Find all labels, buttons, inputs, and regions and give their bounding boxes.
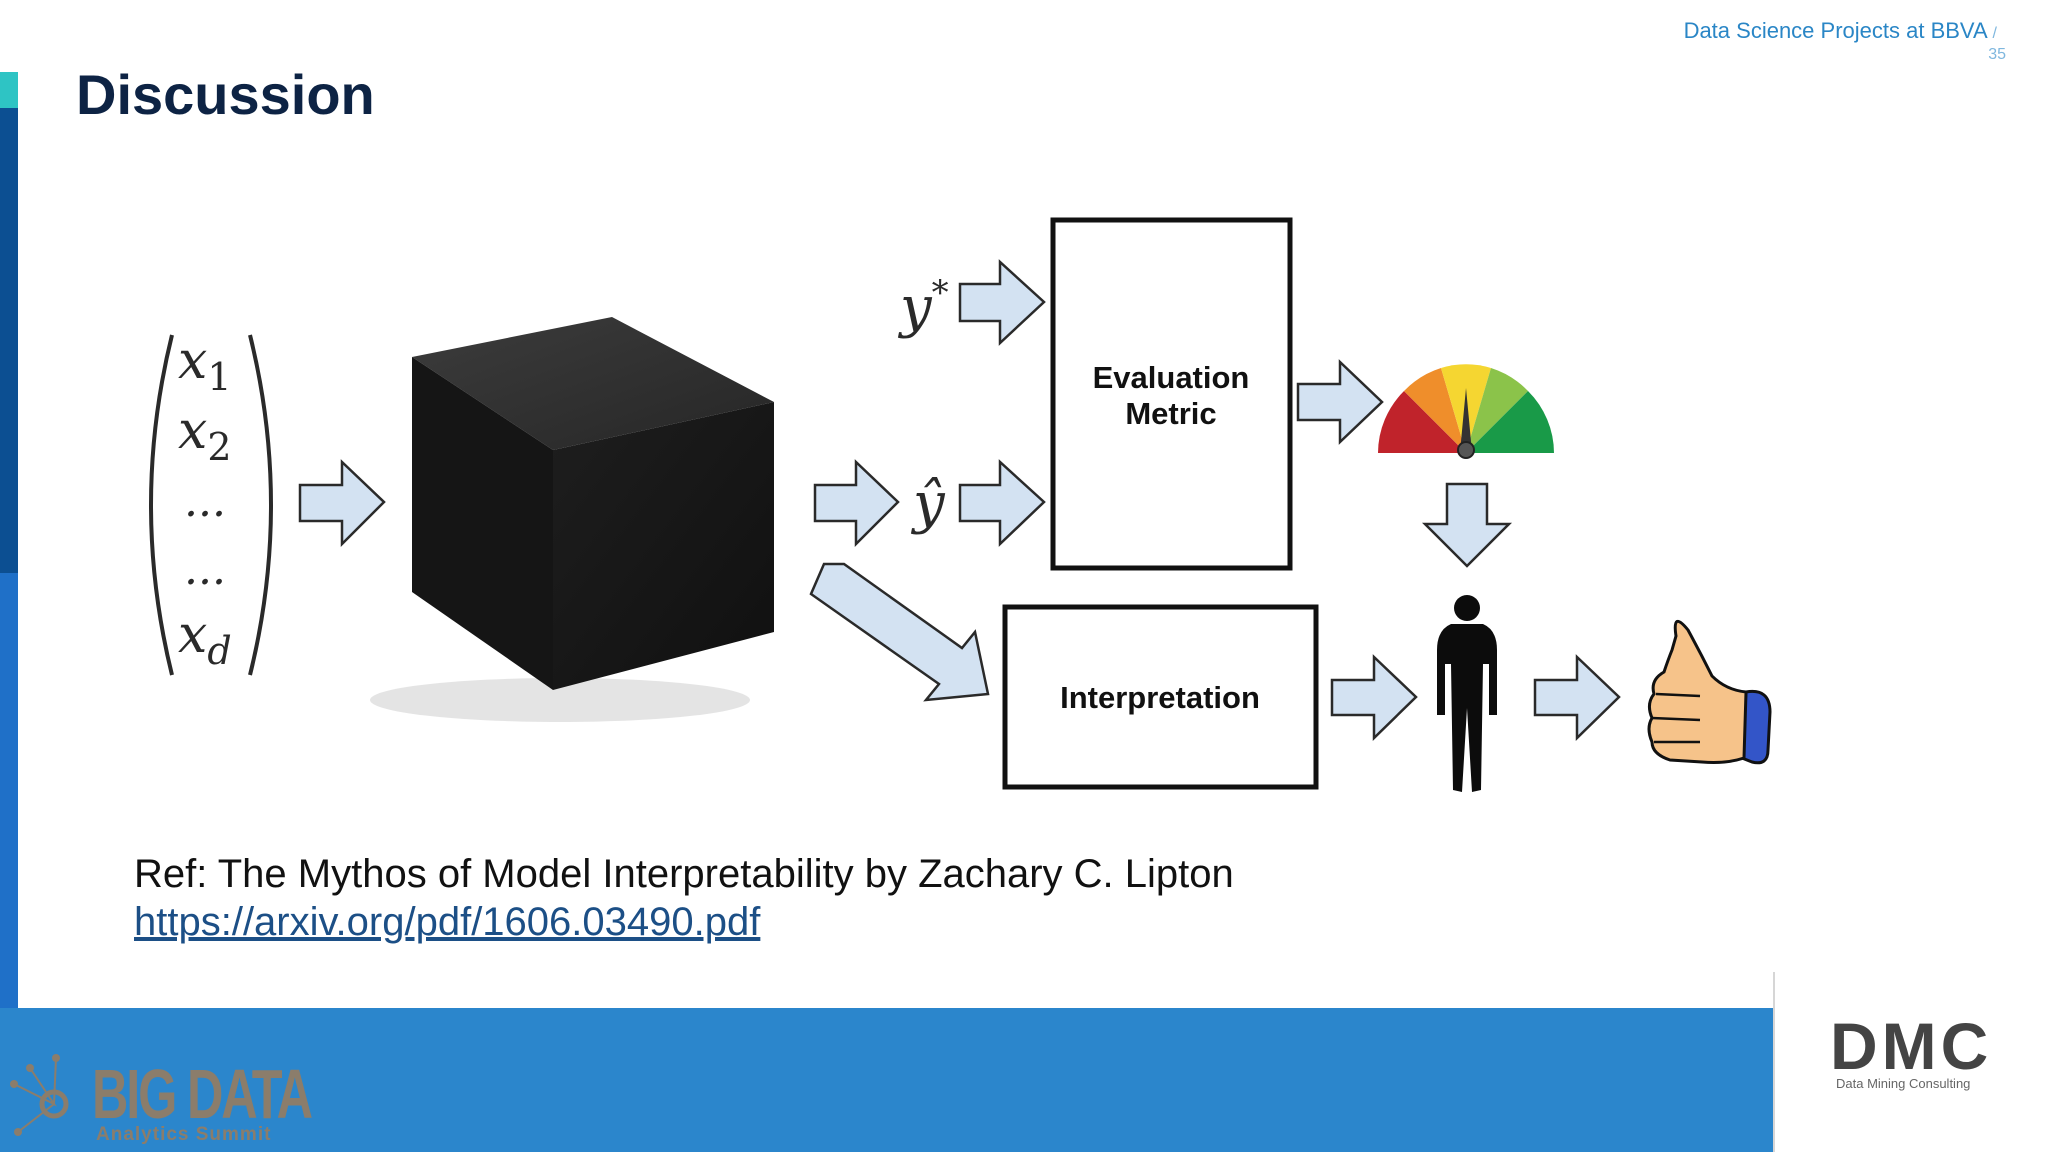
vector-dots-2: ...: [184, 544, 226, 595]
accent-bar-dark: [0, 108, 18, 573]
vector-x1: x1: [178, 331, 232, 399]
big-data-logo-subtitle: Analytics Summit: [96, 1124, 272, 1145]
prediction-label: ŷ: [910, 471, 946, 536]
arrow-right-icon: [1533, 654, 1621, 741]
vector-x2: x2: [178, 401, 232, 469]
page-number: 35: [1988, 46, 2006, 63]
dmc-logo-mark: DMC: [1830, 1009, 1993, 1083]
accent-bar-blue: [0, 573, 18, 1008]
reference-text: Ref: The Mythos of Model Interpretabilit…: [134, 852, 1234, 896]
interpretation-box: Interpretation: [1002, 604, 1319, 790]
ground-truth-label: y*: [897, 273, 949, 340]
arrow-right-icon: [1330, 654, 1418, 741]
header-label: Data Science Projects at BBVA /: [1684, 18, 1997, 44]
page-title: Discussion: [76, 63, 375, 126]
arrow-right-icon: [813, 459, 900, 548]
evaluation-label-1: Evaluation: [1093, 360, 1250, 395]
vector-xd: xd: [178, 605, 232, 673]
footer-band: [0, 1008, 1773, 1152]
big-data-logo-title: BIG DATA: [92, 1055, 313, 1133]
thumbs-up-icon: [1647, 619, 1772, 765]
vector-dots-1: ...: [184, 476, 226, 527]
interpretation-label: Interpretation: [1060, 680, 1260, 715]
arrow-right-icon: [298, 459, 386, 548]
header-title: Data Science Projects at BBVA: [1683, 18, 1987, 43]
arrow-right-icon: [958, 259, 1046, 346]
gauge-meter-icon: [1378, 364, 1554, 459]
black-box-cube-icon: [370, 317, 774, 722]
reference-link[interactable]: https://arxiv.org/pdf/1606.03490.pdf: [134, 900, 761, 944]
human-figure-icon: [1437, 595, 1497, 792]
arrow-diagonal-icon: [809, 562, 990, 702]
dmc-logo-subtitle: Data Mining Consulting: [1836, 1076, 1971, 1091]
arrow-right-icon: [1296, 359, 1384, 445]
interpretability-diagram: x1 x2 ... ... xd y* ŷ Evaluation Metric: [149, 217, 1772, 792]
accent-bar-teal: [0, 72, 18, 108]
arrow-right-icon: [958, 459, 1046, 547]
evaluation-metric-box: Evaluation Metric: [1050, 217, 1293, 571]
dmc-logo-card: [1773, 972, 2048, 1152]
header-separator: /: [1992, 25, 1997, 42]
big-data-logo-icon: [10, 1054, 69, 1136]
input-vector: x1 x2 ... ... xd: [149, 331, 273, 676]
evaluation-label-2: Metric: [1125, 396, 1216, 431]
arrow-down-icon: [1421, 482, 1513, 568]
